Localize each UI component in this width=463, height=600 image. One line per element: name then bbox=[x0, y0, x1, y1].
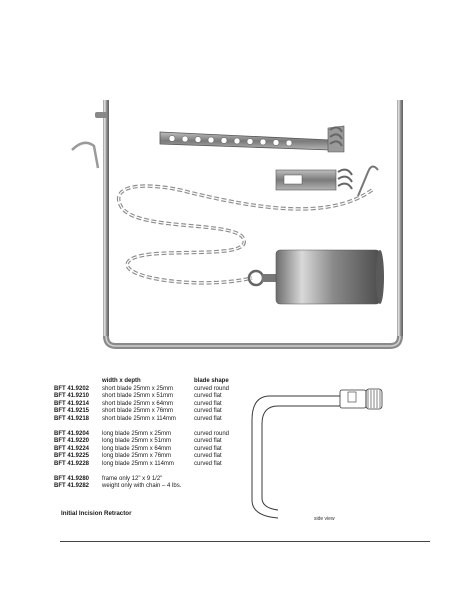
blade-size: short blade 25mm x 76mm bbox=[102, 408, 174, 415]
catalog-code: BFT 41.9214 bbox=[54, 400, 90, 407]
catalog-code: BFT 41.9282 bbox=[54, 483, 90, 490]
table-row: BFT 41.9228 long blade 25mm x 114mm curved… bbox=[54, 461, 262, 469]
catalog-code: BFT 41.9224 bbox=[54, 445, 90, 452]
catalog-code: BFT 41.9225 bbox=[54, 453, 90, 460]
blade-size: long blade 25mm x 25mm bbox=[102, 430, 172, 437]
chain bbox=[116, 184, 374, 285]
blade-shape: curved flat bbox=[194, 445, 222, 452]
side-view-caption: side view bbox=[314, 516, 335, 522]
catalog-code: BFT 41.9228 bbox=[54, 460, 90, 467]
table-row: BFT 41.9218 short blade 25mm x 114mm curve… bbox=[54, 416, 262, 424]
header-shape: blade shape bbox=[194, 378, 229, 384]
retractor-frame bbox=[71, 100, 403, 349]
table-row: BFT 41.9215 short blade 25mm x 76mm curved… bbox=[54, 408, 262, 416]
blade-size: long blade 25mm x 114mm bbox=[102, 460, 174, 467]
rake-blade bbox=[275, 168, 353, 191]
catalog-code: BFT 41.9202 bbox=[54, 385, 90, 392]
item-description: frame only 12" x 9 1/2" bbox=[102, 475, 163, 482]
blade-size: long blade 25mm x 64mm bbox=[102, 445, 172, 452]
side-view-diagram bbox=[251, 388, 383, 519]
table-row: BFT 41.9280 frame only 12" x 9 1/2" bbox=[54, 476, 262, 484]
table-row: BFT 41.9214 short blade 25mm x 64mm curved… bbox=[54, 401, 262, 409]
blade-shape: curved flat bbox=[194, 400, 222, 407]
group-spacer bbox=[54, 469, 262, 476]
blade-shape: curved round bbox=[194, 385, 230, 392]
blade-shape: curved flat bbox=[194, 415, 222, 422]
blade-size: short blade 25mm x 51mm bbox=[102, 393, 174, 400]
footer-rule bbox=[60, 541, 430, 542]
blade-shape: curved flat bbox=[194, 438, 222, 445]
table-row: BFT 41.9204 long blade 25mm x 25mm curved … bbox=[54, 431, 262, 439]
blade-shape: curved flat bbox=[194, 460, 222, 467]
table-row: BFT 41.9282 weight only with chain – 4 lb… bbox=[54, 483, 262, 491]
blade-size: short blade 25mm x 114mm bbox=[102, 415, 176, 422]
item-description: weight only with chain – 4 lbs. bbox=[102, 483, 182, 490]
hook bbox=[357, 165, 379, 197]
blade-size: long blade 25mm x 51mm bbox=[102, 438, 172, 445]
catalog-code: BFT 41.9215 bbox=[54, 408, 90, 415]
table-row: BFT 41.9210 short blade 25mm x 51mm curved… bbox=[54, 393, 262, 401]
spec-table: width x depth blade shape BFT 41.9202 sho… bbox=[54, 378, 262, 491]
catalog-code: BFT 41.9220 bbox=[54, 438, 90, 445]
group-spacer bbox=[54, 424, 262, 431]
blade-size: short blade 25mm x 64mm bbox=[102, 400, 174, 407]
weight-cylinder bbox=[247, 249, 384, 305]
product-title: Initial Incision Retractor bbox=[61, 510, 132, 517]
product-photo bbox=[71, 100, 403, 349]
table-row: BFT 41.9202 short blade 25mm x 25mm curved… bbox=[54, 386, 262, 394]
blade-shape: curved flat bbox=[194, 453, 222, 460]
header-code bbox=[54, 378, 102, 386]
blade-shape: curved flat bbox=[194, 393, 222, 400]
catalog-code: BFT 41.9210 bbox=[54, 393, 90, 400]
perforated-blade bbox=[159, 125, 345, 153]
catalog-code: BFT 41.9204 bbox=[54, 430, 90, 437]
blade-size: long blade 25mm x 76mm bbox=[102, 453, 172, 460]
table-row: BFT 41.9224 long blade 25mm x 64mm curved … bbox=[54, 446, 262, 454]
blade-shape: curved flat bbox=[194, 408, 222, 415]
catalog-code: BFT 41.9218 bbox=[54, 415, 90, 422]
table-row: BFT 41.9220 long blade 25mm x 51mm curved … bbox=[54, 438, 262, 446]
table-row: BFT 41.9225 long blade 25mm x 76mm curved … bbox=[54, 453, 262, 461]
blade-shape: curved round bbox=[194, 430, 230, 437]
catalog-code: BFT 41.9280 bbox=[54, 475, 90, 482]
spec-header: width x depth blade shape bbox=[54, 378, 262, 386]
header-size: width x depth bbox=[102, 378, 141, 384]
blade-size: short blade 25mm x 25mm bbox=[102, 385, 174, 392]
